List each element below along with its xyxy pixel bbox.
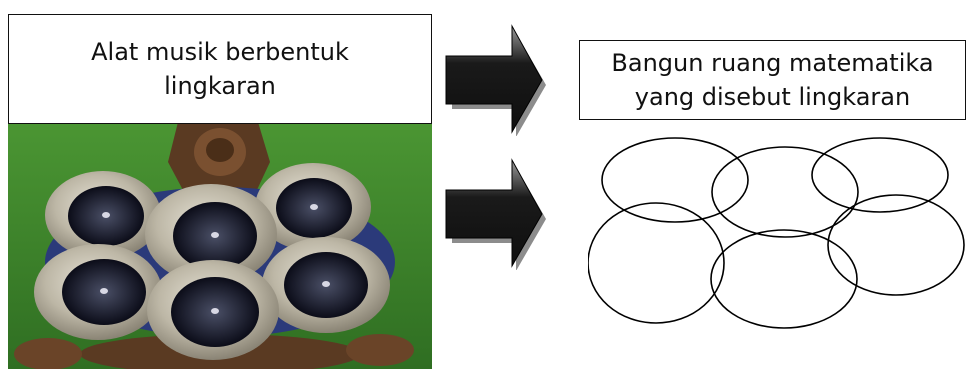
math-caption-line-1: Bangun ruang matematika — [611, 49, 934, 77]
circle-shape — [588, 202, 725, 324]
gong — [45, 171, 161, 259]
gong — [262, 237, 390, 333]
math-caption-box: Bangun ruang matematika yang disebut lin… — [579, 40, 966, 120]
circle-shape — [711, 146, 859, 238]
instrument-caption-line-2: lingkaran — [164, 72, 276, 100]
circle-shape — [811, 137, 949, 213]
gong-set — [34, 163, 390, 360]
circle-shape — [601, 137, 749, 223]
math-caption-line-2: yang disebut lingkaran — [634, 83, 911, 111]
circle-shape — [710, 229, 858, 329]
right-arrow-icon — [445, 158, 546, 270]
right-arrow-icon — [445, 24, 546, 136]
gong — [147, 260, 279, 360]
circle-diagram — [588, 137, 965, 329]
circle-shape — [827, 194, 965, 296]
gong-instrument-photo — [8, 122, 432, 369]
instrument-caption-line-1: Alat musik berbentuk — [91, 38, 349, 66]
instrument-caption-box: Alat musik berbentuk lingkaran — [8, 14, 432, 124]
gong — [255, 163, 371, 251]
gong — [145, 184, 277, 284]
gong — [34, 244, 162, 340]
